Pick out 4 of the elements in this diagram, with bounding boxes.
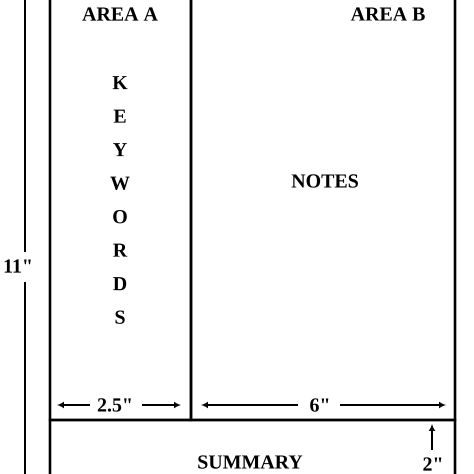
dimension-label: 11" [2,258,34,274]
dimension-label: 2.5" [96,397,134,413]
dimension-label: 6" [308,397,332,413]
dimension-label: 2" [422,456,445,472]
